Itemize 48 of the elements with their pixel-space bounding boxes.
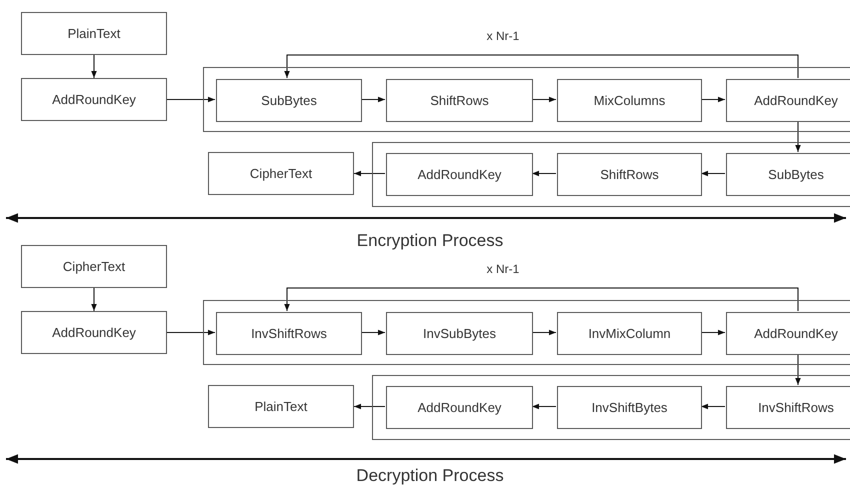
process-box: InvSubBytes [386, 312, 533, 355]
process-box: SubBytes [216, 79, 362, 122]
repeat-count-label: x Nr-1 [486, 262, 520, 276]
process-box: PlainText [208, 385, 354, 428]
process-box: CipherText [208, 152, 354, 195]
arrow [166, 330, 216, 336]
process-box: InvMixColumn [557, 312, 702, 355]
repeat-count-label: x Nr-1 [486, 29, 520, 43]
arrow [532, 96, 556, 102]
arrow [91, 54, 97, 78]
round-group-frame [372, 375, 850, 440]
process-box: ShiftRows [386, 79, 533, 122]
round-group-frame [203, 67, 850, 132]
arrow [700, 404, 726, 410]
arrow [795, 120, 801, 152]
section-title: Encryption Process [356, 231, 504, 251]
process-box: InvShiftRows [216, 312, 362, 355]
section-title: Decryption Process [356, 466, 504, 486]
arrow [354, 170, 386, 176]
process-box: AddRoundKey [386, 386, 533, 429]
arrow [360, 330, 386, 336]
process-box: MixColumns [557, 79, 702, 122]
arrow [532, 330, 556, 336]
arrow [354, 404, 386, 410]
process-box: SubBytes [726, 153, 850, 196]
process-box: InvShiftBytes [557, 386, 702, 429]
process-box: AddRoundKey [726, 79, 850, 122]
process-box: PlainText [21, 12, 167, 55]
arrow [532, 170, 556, 176]
arrow [700, 96, 726, 102]
round-group-frame [372, 142, 850, 207]
process-box: AddRoundKey [21, 311, 167, 354]
arrow [284, 288, 798, 312]
arrow [700, 330, 726, 336]
process-box: AddRoundKey [386, 153, 533, 196]
arrow [284, 54, 798, 78]
process-box: CipherText [21, 245, 167, 288]
process-box: AddRoundKey [726, 312, 850, 355]
arrow [700, 170, 726, 176]
round-group-frame [203, 300, 850, 365]
arrow [795, 354, 801, 386]
arrow [360, 96, 386, 102]
arrow [166, 96, 216, 102]
process-box: AddRoundKey [21, 78, 167, 121]
process-box: ShiftRows [557, 153, 702, 196]
arrow [91, 288, 97, 312]
arrow [532, 404, 556, 410]
process-box: InvShiftRows [726, 386, 850, 429]
